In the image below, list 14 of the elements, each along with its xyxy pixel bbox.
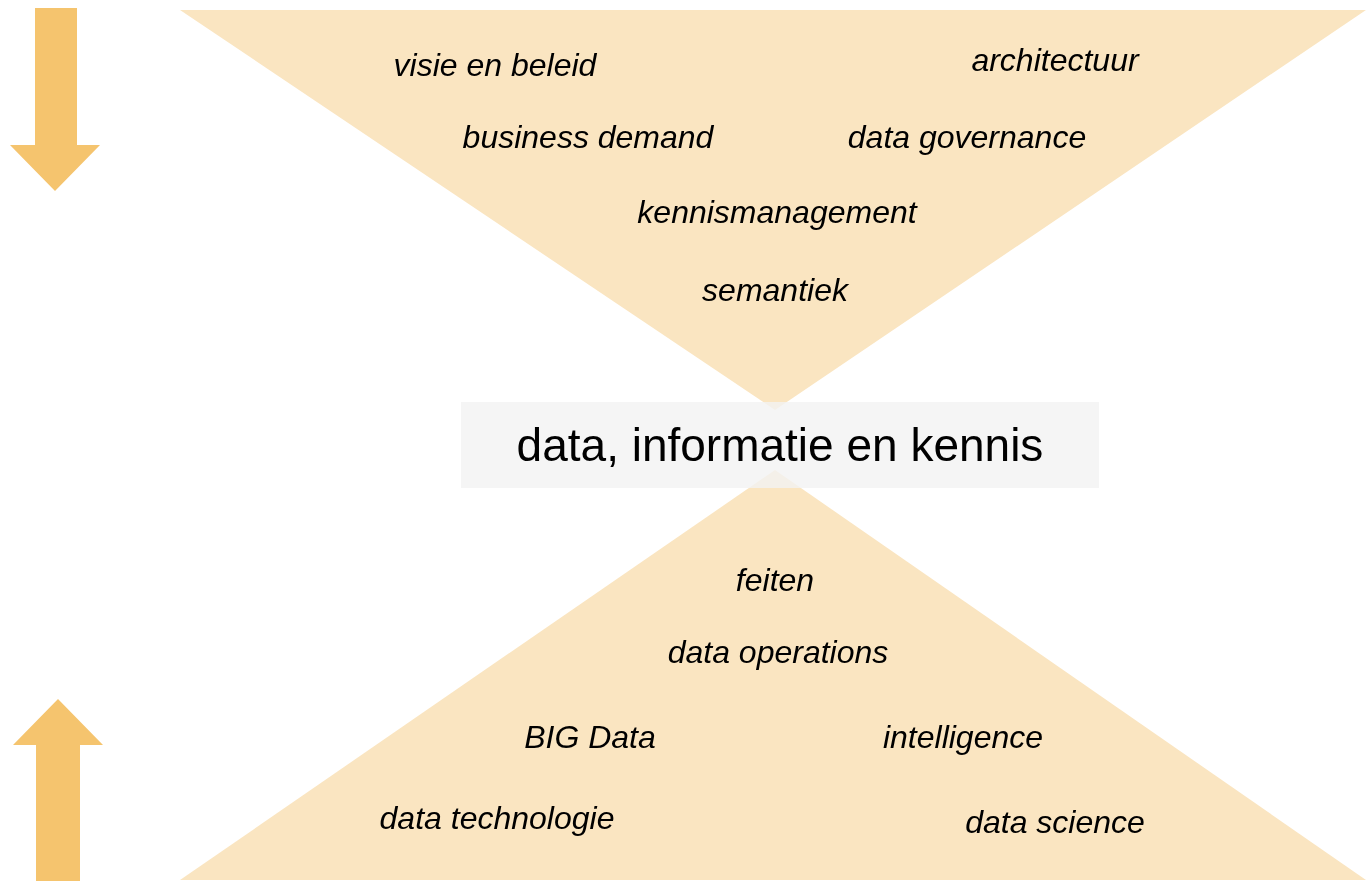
topic-text: intelligence [882,721,1044,753]
topic-text: architectuur [971,44,1139,76]
center-text: data, informatie en kennis [516,417,1044,473]
topic-text: data technologie [379,802,615,834]
topic-text: data governance [847,121,1087,153]
topic-text: data science [965,806,1145,838]
topic-text: business demand [462,121,714,153]
label-box [461,402,1099,488]
topic-text: feiten [735,564,815,596]
topic-text: data operations [667,636,889,668]
topic-text: semantiek [702,274,848,306]
topic-text: BIG Data [524,721,656,753]
topic-text: visie en beleid [393,49,597,81]
topic-text: kennismanagement [637,196,917,228]
